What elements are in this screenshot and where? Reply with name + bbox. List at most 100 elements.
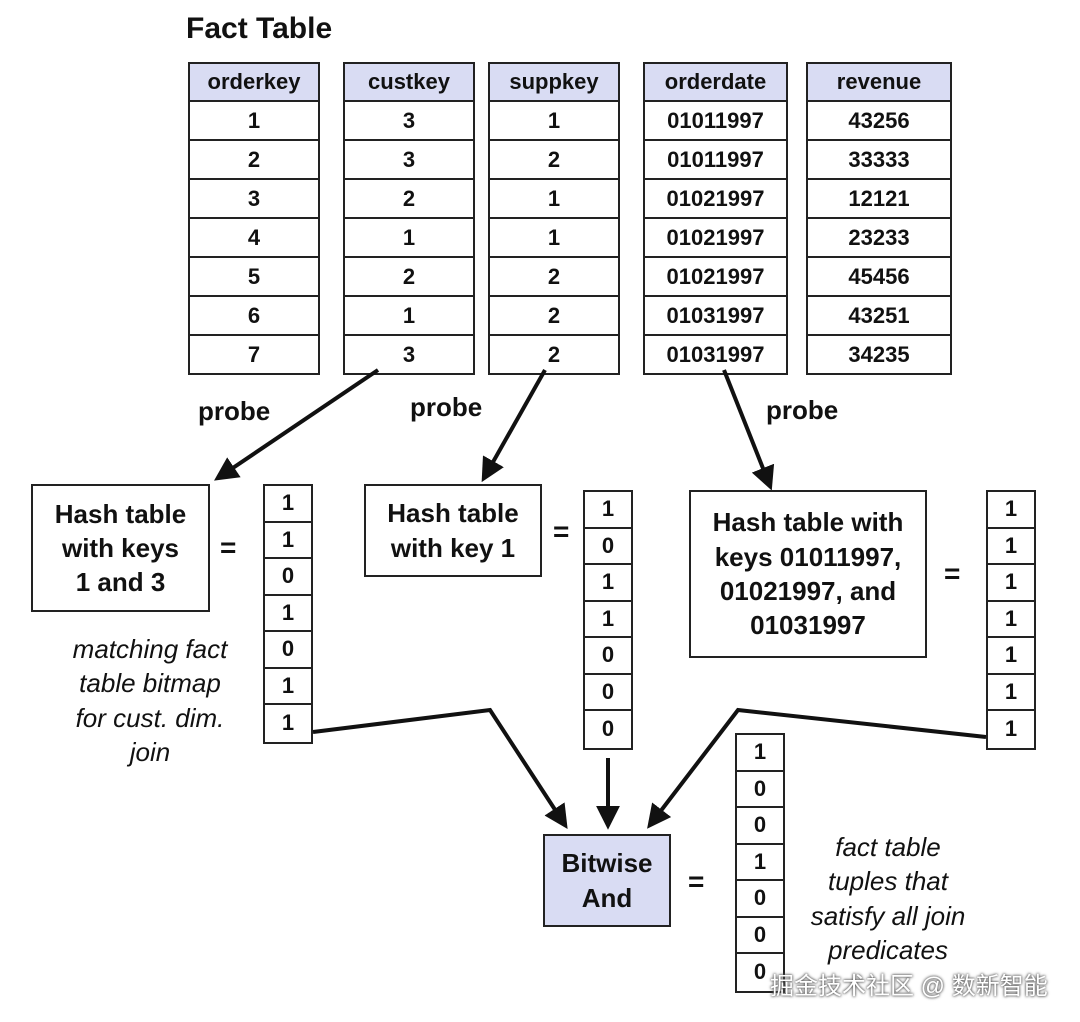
bitmap-cell: 0: [737, 772, 783, 808]
bitmap-cell: 1: [585, 602, 631, 638]
table-cell: 2: [490, 258, 618, 297]
bitmap-cell: 1: [737, 845, 783, 881]
date-bitmap-arrow: [647, 707, 987, 829]
table-cell: 2: [490, 141, 618, 180]
bitmap-supp: 1 0 1 1 0 0 0: [583, 490, 633, 750]
bitwise-line: Bitwise: [561, 848, 653, 879]
table-cell: 01021997: [645, 219, 786, 258]
column-revenue: revenue 43256 33333 12121 23233 45456 43…: [806, 62, 952, 375]
table-cell: 1: [345, 297, 473, 336]
watermark: 掘金技术社区 @ 数新智能: [770, 973, 1048, 1000]
table-cell: 3: [345, 102, 473, 141]
table-cell: 43256: [808, 102, 950, 141]
bitmap-cell: 1: [737, 735, 783, 772]
table-cell: 01021997: [645, 258, 786, 297]
table-cell: 01021997: [645, 180, 786, 219]
hash-table-line: keys 01011997,: [714, 541, 902, 572]
table-cell: 43251: [808, 297, 950, 336]
probe-label-cust: probe: [198, 396, 271, 426]
bitmap-cell: 1: [988, 492, 1034, 529]
table-cell: 01031997: [645, 297, 786, 336]
bitmap-cell: 0: [585, 529, 631, 565]
column-header: revenue: [808, 64, 950, 102]
bitmap-cell: 1: [265, 596, 311, 632]
bitmap-cell: 1: [265, 523, 311, 559]
note-line: for cust. dim.: [75, 702, 225, 733]
column-orderdate: orderdate 01011997 01011997 01021997 010…: [643, 62, 788, 375]
table-cell: 01011997: [645, 102, 786, 141]
bitmap-cell: 0: [737, 881, 783, 918]
note-line: matching fact: [72, 634, 228, 664]
bitmap-date: 1 1 1 1 1 1 1: [986, 490, 1036, 750]
hash-table-line: 1 and 3: [75, 567, 166, 598]
bitmap-cell: 0: [753, 959, 767, 985]
note-line: join: [129, 736, 171, 767]
column-header: suppkey: [490, 64, 618, 102]
probe-arrow-date: [722, 369, 775, 491]
table-cell: 1: [190, 102, 318, 141]
column-header: custkey: [345, 64, 473, 102]
table-cell: 5: [190, 258, 318, 297]
table-cell: 1: [490, 219, 618, 258]
table-cell: 6: [190, 297, 318, 336]
bitmap-cell: 0: [601, 716, 615, 742]
note-line: table bitmap: [79, 668, 221, 699]
hash-table-supp: Hash table with key 1: [364, 484, 542, 577]
hash-table-line: 01021997, and: [719, 576, 897, 606]
bitmap-cell: 1: [988, 529, 1034, 565]
bitmap-cell: 1: [988, 565, 1034, 602]
bitmap-result: 1 0 0 1 0 0 0: [735, 733, 785, 993]
table-cell: 01031997: [645, 336, 786, 373]
table-cell: 2: [345, 258, 473, 297]
table-cell: 3: [190, 180, 318, 219]
cust-bitmap-note: matching fact table bitmap for cust. dim…: [48, 632, 252, 769]
equals-sign: =: [944, 558, 961, 589]
equals-sign: =: [688, 866, 705, 897]
table-cell: 12121: [808, 180, 950, 219]
bitwise-and-box: Bitwise And: [543, 834, 671, 927]
bitmap-cell: 0: [585, 638, 631, 675]
hash-table-date: Hash table with keys 01011997, 01021997,…: [689, 490, 927, 658]
column-suppkey: suppkey 1 2 1 1 2 2 2: [488, 62, 620, 375]
table-cell: 23233: [808, 219, 950, 258]
table-cell: 2: [490, 336, 618, 373]
cust-bitmap-arrow: [312, 707, 568, 830]
bitmap-cell: 1: [988, 602, 1034, 638]
column-header: orderdate: [645, 64, 786, 102]
table-cell: 3: [345, 336, 473, 373]
column-header: orderkey: [190, 64, 318, 102]
table-cell: 1: [490, 102, 618, 141]
bitmap-cell: 1: [585, 565, 631, 602]
bitmap-cust: 1 1 0 1 0 1 1: [263, 484, 313, 744]
table-cell: 45456: [808, 258, 950, 297]
bitmap-cell: 1: [988, 638, 1034, 675]
bitmap-cell: 1: [265, 669, 311, 705]
note-line: satisfy all join: [810, 900, 966, 931]
result-note: fact table tuples that satisfy all join …: [788, 830, 988, 967]
hash-table-cust: Hash table with keys 1 and 3: [31, 484, 210, 612]
table-cell: 1: [345, 219, 473, 258]
hash-table-line: Hash table with: [712, 507, 904, 538]
table-cell: 01011997: [645, 141, 786, 180]
bitmap-cell: 0: [265, 559, 311, 596]
bitmap-cell: 1: [988, 675, 1034, 711]
table-cell: 7: [190, 336, 318, 373]
hash-table-line: with key 1: [390, 532, 516, 563]
bitmap-cell: 0: [585, 675, 631, 711]
bitmap-cell: 1: [1004, 716, 1018, 742]
equals-sign: =: [220, 532, 237, 563]
probe-arrow-cust: [214, 368, 380, 481]
hash-table-line: Hash table: [54, 498, 187, 529]
table-cell: 2: [490, 297, 618, 336]
bitmap-cell: 0: [265, 632, 311, 669]
note-line: fact table: [835, 832, 941, 862]
probe-arrow-supp: [481, 369, 547, 483]
column-custkey: custkey 3 3 2 1 2 1 3: [343, 62, 475, 375]
hash-table-line: Hash table: [387, 498, 519, 529]
hash-table-line: with keys: [61, 532, 180, 563]
note-line: tuples that: [828, 866, 948, 897]
table-cell: 2: [190, 141, 318, 180]
bitmap-cell: 1: [281, 710, 295, 736]
table-cell: 1: [490, 180, 618, 219]
